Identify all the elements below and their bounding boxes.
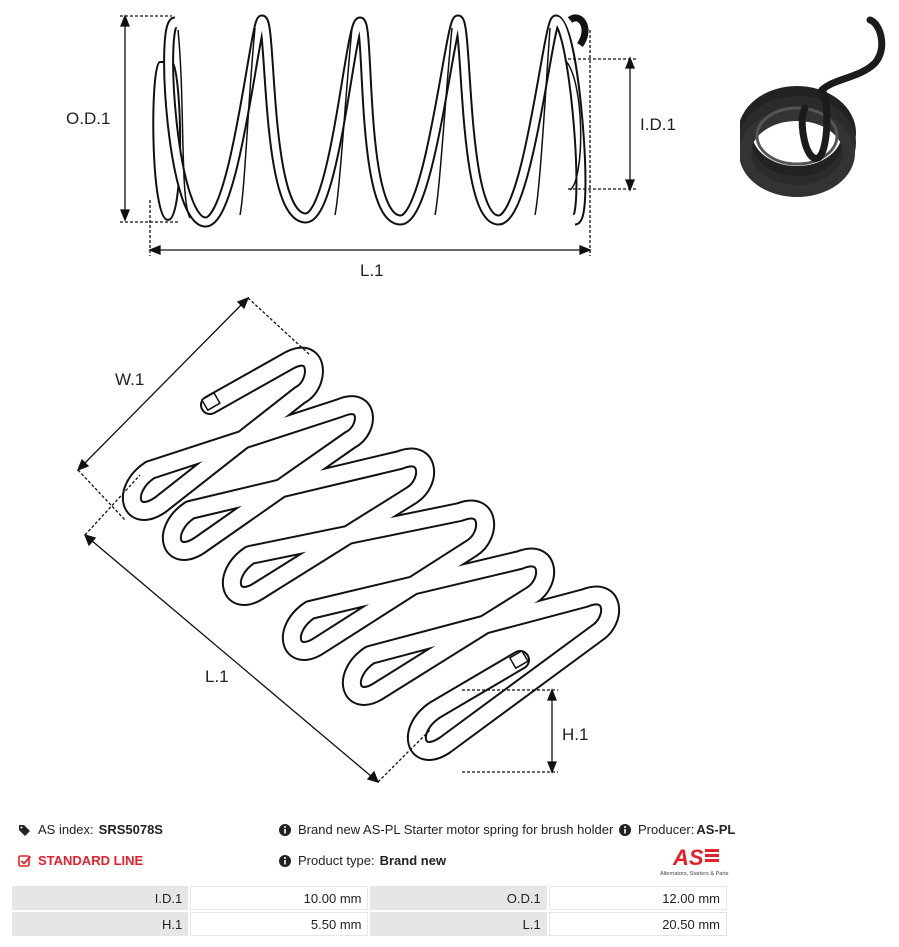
table-row: I.D.1 10.00 mm O.D.1 12.00 mm <box>12 886 727 910</box>
producer-value: AS-PL <box>696 822 736 837</box>
parameters-table: I.D.1 10.00 mm O.D.1 12.00 mm H.1 5.50 m… <box>10 884 729 938</box>
product-description: Brand new AS-PL Starter motor spring for… <box>298 822 614 837</box>
param-value: 12.00 mm <box>548 886 727 910</box>
producer-label: Producer: <box>638 822 695 837</box>
length-label-bottom: L.1 <box>205 667 229 686</box>
standard-line-row: STANDARD LINE <box>18 853 143 868</box>
info-icon <box>279 854 291 867</box>
table-row: H.1 5.50 mm L.1 20.50 mm <box>12 912 727 936</box>
dimension-lines-bottom <box>76 296 558 784</box>
height-label: H.1 <box>562 725 588 744</box>
producer-row: Producer: AS-PL <box>618 822 735 837</box>
checkbox-checked-icon <box>18 854 32 867</box>
as-index-label: AS index: <box>38 822 94 837</box>
as-index-row: AS index: SRS5078S <box>18 822 163 837</box>
length-label-top: L.1 <box>360 261 384 280</box>
param-label: O.D.1 <box>370 886 547 910</box>
tags-icon <box>19 824 30 836</box>
spring-side-view <box>152 14 589 228</box>
width-label: W.1 <box>115 370 144 389</box>
param-value: 10.00 mm <box>190 886 369 910</box>
spring-oblique-view <box>122 346 621 761</box>
param-label: H.1 <box>12 912 189 936</box>
product-type-value: Brand new <box>379 853 447 868</box>
info-icon <box>279 823 291 836</box>
param-label: L.1 <box>370 912 547 936</box>
param-label: I.D.1 <box>12 886 189 910</box>
logo-brand: AS <box>672 845 704 870</box>
spring-technical-drawing: O.D.1 I.D.1 L.1 W.1 L.1 H.1 <box>66 14 676 784</box>
as-pl-logo: AS Alternators, Starters & Parts <box>660 845 729 877</box>
logo-tagline: Alternators, Starters & Parts <box>660 871 729 877</box>
product-type-row: Product type: Brand new <box>278 853 446 868</box>
param-value: 5.50 mm <box>190 912 369 936</box>
info-icon <box>619 823 631 836</box>
dimension-lines-top <box>120 14 636 256</box>
standard-line-label: STANDARD LINE <box>38 853 144 868</box>
as-index-value: SRS5078S <box>98 822 163 837</box>
product-type-label: Product type: <box>298 853 375 868</box>
product-photo <box>740 8 895 198</box>
od-label: O.D.1 <box>66 109 110 128</box>
param-value: 20.50 mm <box>548 912 727 936</box>
description-row: Brand new AS-PL Starter motor spring for… <box>278 822 613 837</box>
id-label: I.D.1 <box>640 115 676 134</box>
